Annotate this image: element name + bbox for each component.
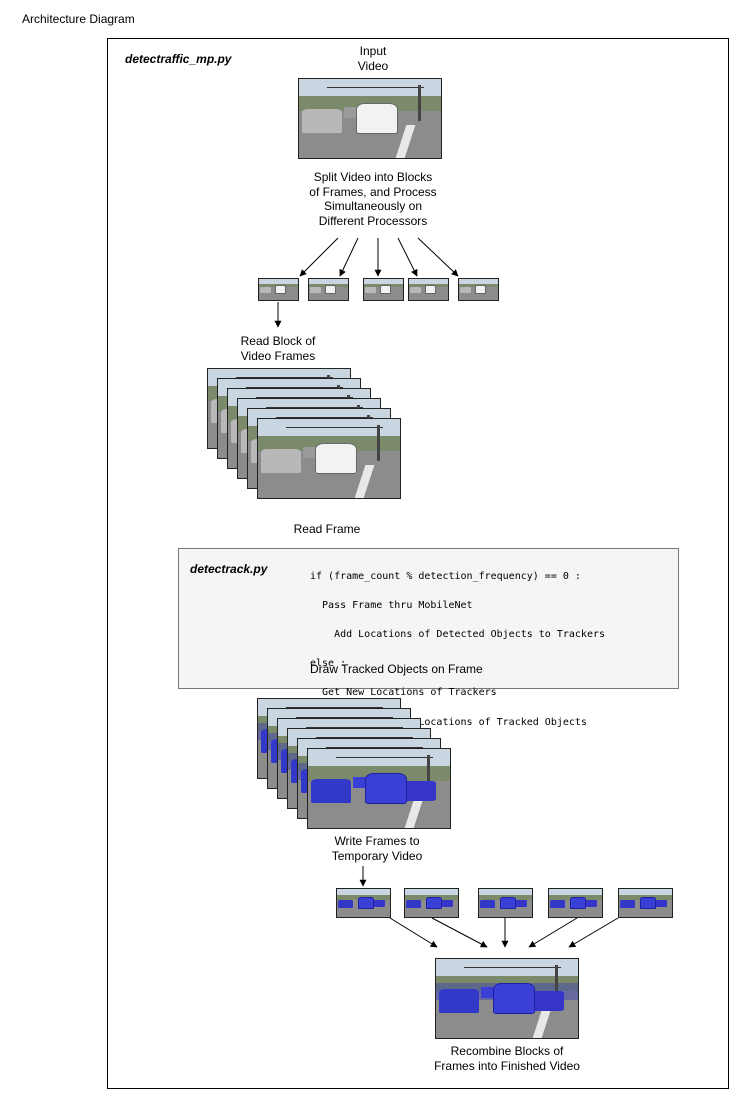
code-line: if (frame_count % detection_frequency) =… — [310, 570, 581, 582]
code-line: else : — [310, 658, 347, 670]
arrow-split-2 — [339, 237, 359, 277]
block-frame-3 — [363, 278, 404, 301]
processed-block-3 — [478, 888, 533, 918]
input-video-label: Input Video — [357, 44, 389, 73]
arrow-split-5 — [417, 237, 459, 277]
processed-block-2 — [404, 888, 459, 918]
arrow-merge-5 — [568, 917, 619, 948]
processed-block-1 — [336, 888, 391, 918]
write-frames-label: Write Frames to Temporary Video — [331, 834, 423, 863]
processed-block-4 — [548, 888, 603, 918]
processed-block-5 — [618, 888, 673, 918]
recombine-label: Recombine Blocks of Frames into Finished… — [434, 1044, 580, 1073]
block-frame-5 — [458, 278, 499, 301]
detectrack-box — [178, 548, 679, 689]
code-line: Add Locations of Detected Objects to Tra… — [310, 628, 606, 640]
split-step-label: Split Video into Blocks of Frames, and P… — [309, 170, 437, 228]
read-frame-label: Read Frame — [293, 522, 361, 536]
finished-video-frame — [435, 958, 579, 1039]
draw-tracked-text: Draw Tracked Objects on Frame — [310, 662, 483, 676]
detectraffic-container — [107, 38, 729, 1089]
page-title: Architecture Diagram — [22, 12, 135, 26]
block-frame-4 — [408, 278, 449, 301]
detectrack-file-label: detectrack.py — [190, 562, 268, 576]
block-frame-2 — [308, 278, 349, 301]
block-frame-1 — [258, 278, 299, 301]
code-line: Pass Frame thru MobileNet — [310, 599, 473, 611]
code-line: Get New Locations of Trackers — [310, 687, 497, 699]
detectraffic-file-label: detectraffic_mp.py — [125, 52, 232, 66]
detectrack-code: if (frame_count % detection_frequency) =… — [310, 555, 605, 745]
arrow-merge-1 — [389, 917, 438, 948]
arrow-merge-2 — [431, 917, 488, 948]
arrow-merge-4 — [528, 917, 578, 948]
read-block-label: Read Block of Video Frames — [240, 334, 316, 363]
arrow-split-4 — [397, 237, 418, 277]
arrow-split-1 — [299, 237, 339, 277]
input-video-frame — [298, 78, 442, 159]
